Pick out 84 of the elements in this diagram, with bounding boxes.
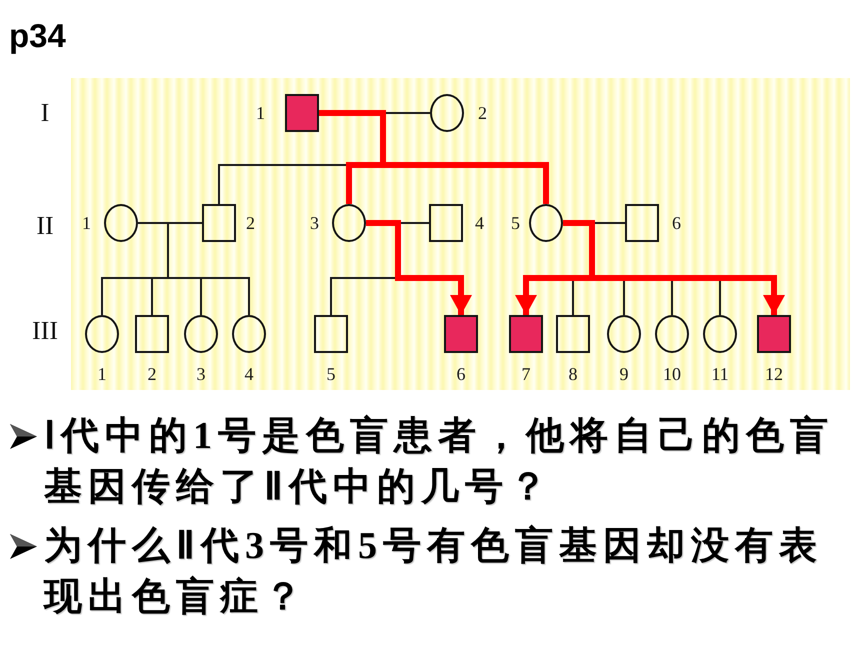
descent-line [330, 277, 395, 279]
individual-number: 2 [146, 364, 158, 384]
descent-line [101, 279, 103, 315]
female-circle [703, 315, 737, 353]
marriage-line [401, 222, 429, 224]
female-circle [85, 315, 119, 353]
affected-male-square [757, 315, 791, 353]
individual-number: 1 [82, 213, 91, 233]
individual-number: 5 [326, 364, 336, 384]
individual-number: 4 [244, 364, 254, 384]
female-circle [104, 204, 138, 242]
inheritance-arrow [450, 281, 472, 315]
marriage-line [138, 222, 168, 224]
affected-male-square [444, 315, 478, 353]
marriage-line [168, 222, 202, 224]
male-square [202, 204, 236, 242]
inheritance-line [346, 162, 383, 168]
inheritance-line [346, 168, 352, 204]
inheritance-line [319, 110, 386, 116]
individual-number: 12 [764, 364, 784, 384]
descent-line [572, 281, 574, 315]
female-circle [332, 204, 366, 242]
individual-number: 11 [710, 364, 730, 384]
female-circle [430, 94, 464, 132]
male-square [429, 204, 463, 242]
inheritance-line [592, 275, 777, 281]
page-title: p34 [9, 17, 66, 55]
descent-line [167, 224, 169, 277]
individual-number: 8 [568, 364, 578, 384]
descent-line [330, 279, 332, 315]
inheritance-line [395, 226, 401, 275]
question-text: Ⅰ代中的1号是色盲患者，他将自己的色盲基因传给了Ⅱ代中的几号？ [44, 414, 835, 510]
male-square [556, 315, 590, 353]
generation-label: I [40, 98, 50, 128]
descent-line [168, 277, 201, 279]
individual-number: 4 [475, 213, 484, 233]
descent-line [201, 277, 250, 279]
female-circle [529, 204, 563, 242]
descent-line [623, 281, 625, 315]
descent-line [218, 164, 346, 166]
male-square [625, 204, 659, 242]
inheritance-line [523, 275, 592, 281]
individual-number: 2 [246, 213, 255, 233]
descent-line [101, 277, 152, 279]
female-circle [184, 315, 218, 353]
female-circle [607, 315, 641, 353]
generation-label: III [31, 316, 59, 346]
individual-number: 1 [96, 364, 108, 384]
question-text: 为什么Ⅱ代3号和5号有色盲基因却没有表现出色盲症？ [44, 524, 824, 620]
descent-line [248, 279, 250, 315]
descent-line [719, 281, 721, 315]
inheritance-line [395, 275, 464, 281]
male-square [314, 315, 348, 353]
descent-line [218, 166, 220, 204]
inheritance-line [366, 220, 401, 226]
inheritance-line [543, 168, 549, 204]
individual-number: 3 [310, 213, 319, 233]
inheritance-line [383, 162, 549, 168]
inheritance-line [563, 220, 595, 226]
individual-number: 3 [196, 364, 206, 384]
generation-label: II [35, 211, 55, 241]
individual-number: 2 [478, 103, 487, 123]
individual-number: 6 [456, 364, 466, 384]
individual-number: 1 [256, 103, 265, 123]
inheritance-arrow [763, 281, 785, 315]
male-square [135, 315, 169, 353]
affected-male-square [285, 94, 319, 132]
individual-number: 5 [511, 213, 520, 233]
inheritance-line [380, 116, 386, 162]
individual-number: 6 [672, 213, 681, 233]
descent-line [671, 281, 673, 315]
female-circle [655, 315, 689, 353]
individual-number: 9 [618, 364, 630, 384]
descent-line [151, 279, 153, 315]
individual-number: 10 [662, 364, 682, 384]
affected-male-square [509, 315, 543, 353]
individual-number: 7 [520, 364, 532, 384]
female-circle [232, 315, 266, 353]
marriage-line [595, 222, 625, 224]
inheritance-arrow [515, 281, 537, 315]
marriage-line [386, 112, 430, 114]
inheritance-line [589, 226, 595, 275]
descent-line [200, 279, 202, 315]
descent-line [152, 277, 168, 279]
